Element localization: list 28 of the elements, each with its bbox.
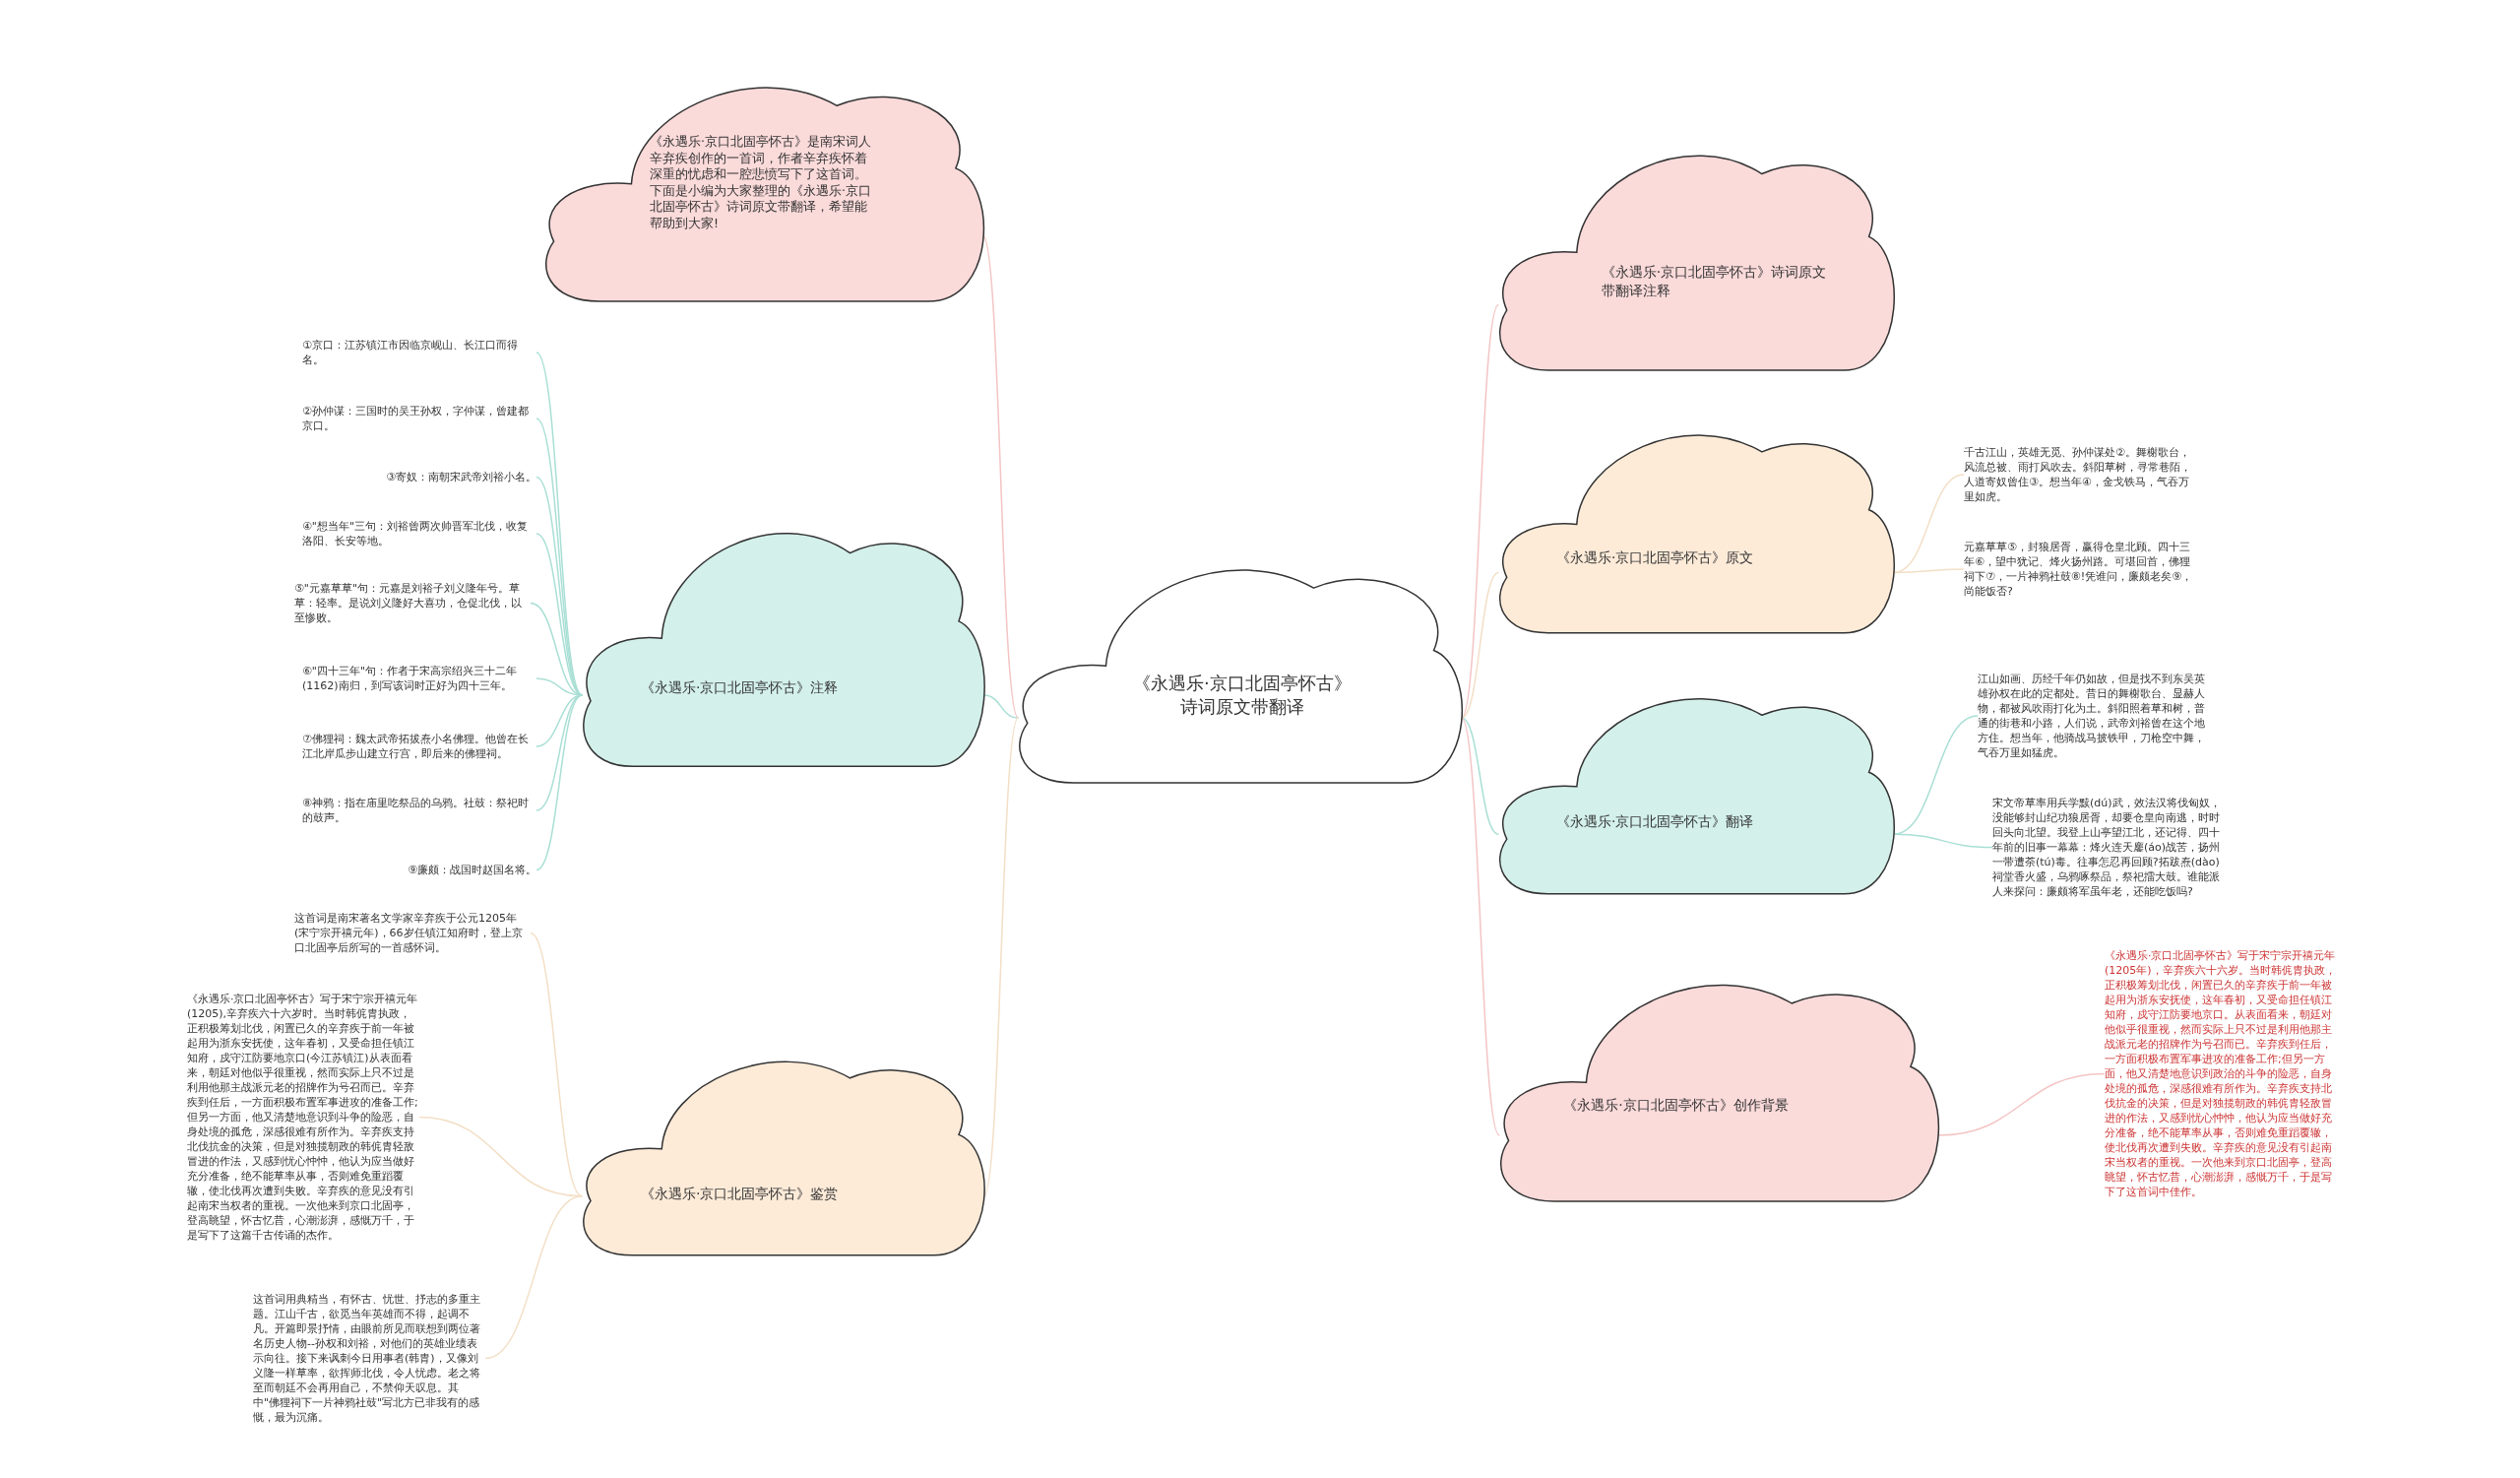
note-text: 元嘉草草⑤，封狼居胥，赢得仓皇北顾。四十三年⑥，望中犹记、烽火扬州路。可堪回首，佛狸祠下⑦，一片神鸦社鼓⑧!凭谁问，廉颇老矣⑨，尚能饭否? <box>1964 540 2196 599</box>
note-text: ④"想当年"三句：刘裕曾两次帅晋军北伐，收复洛阳、长安等地。 <box>302 519 536 548</box>
connector-line <box>536 694 584 871</box>
cloud-label: 《永遇乐·京口北固亭怀古》翻译 <box>1555 812 1755 832</box>
cloud-label: 《永遇乐·京口北固亭怀古》诗词原文带翻译 <box>1131 671 1353 719</box>
note-text: 这首词用典精当，有怀古、忧世、抒志的多重主题。江山千古，欲觅当年英雄而不得，起调不凡。开篇即景抒情，由眼前所见而联想到两位著名历史人物--孙权和刘裕，对他们的英雄业绩表示向往。接下来讽刺今日用事者(韩胄)，又像刘义隆一样草率，欲挥师北伐，令人忧虑。老之将至而朝廷不会再用自己，不禁仰天叹息。其中"佛狸祠下一片神鸦社鼓"写北方已非我有的感慨，最为沉痛。 <box>253 1292 485 1425</box>
note-text: ⑧神鸦：指在庙里吃祭品的乌鸦。社鼓：祭祀时的鼓声。 <box>302 796 536 825</box>
note-text: ②孙仲谋：三国时的吴王孙权，字仲谋，曾建都京口。 <box>302 404 536 433</box>
note-text: ⑦佛狸祠：魏太武帝拓拔焘小名佛狸。他曾在长江北岸瓜步山建立行宫，即后来的佛狸祠。 <box>302 732 536 761</box>
note-text: 江山如画、历经千年仍如故，但是找不到东吴英雄孙权在此的定都处。昔日的舞榭歌台、显赫人物，都被风吹雨打化为土。斜阳照着草和树，普通的街巷和小路，人们说，武帝刘裕曾在这个地方住。想当年，他骑战马披铁甲，刀枪空中舞，气吞万里如猛虎。 <box>1978 672 2210 760</box>
connector-line <box>484 1195 584 1360</box>
note-text: ①京口：江苏镇江市因临京岘山、长江口而得名。 <box>302 338 536 367</box>
cloud-label: 《永遇乐·京口北固亭怀古》鉴赏 <box>641 1184 840 1203</box>
note-text: 千古江山，英雄无觅、孙仲谋处②。舞榭歌台，风流总被、雨打风吹去。斜阳草树，寻常巷陌，人道寄奴曾住③。想当年④，金戈铁马，气吞万里如虎。 <box>1964 445 2196 504</box>
cloud-label: 《永遇乐·京口北固亭怀古》是南宋词人辛弃疾创作的一首词，作者辛弃疾怀着深重的忧虑和一腔悲愤写下了这首词。下面是小编为大家整理的《永遇乐·京口北固亭怀古》诗词原文带翻译，希望能帮助到大家! <box>650 134 872 232</box>
note-text: 《永遇乐·京口北固亭怀古》写于宋宁宗开禧元年(1205年)，辛弃疾六十六岁。当时韩侂胄执政，正积极筹划北伐，闲置已久的辛弃疾于前一年被起用为浙东安抚使，这年春初，又受命担任镇江知府，戍守江防要地京口。从表面看来，朝廷对他似乎很重视，然而实际上只不过是利用他那主战派元老的招牌作为号召而已。辛弃疾到任后，一方面积极布置军事进攻的准备工作;但另一方面，他又清楚地意识到政治的斗争的险恶，自身处境的孤危，深感很难有所作为。辛弃疾支持北伐抗金的决策，但是对独揽朝政的韩侂胄轻敌冒进的作法，又感到忧心忡忡，他认为应当做好充分准备，绝不能草率从事，否则难免重蹈覆辙，使北伐再次遭到失败。辛弃疾的意见没有引起南宋当权者的重视。一次他来到京口北固亭，登高眺望，怀古忆昔，心潮澎湃，感慨万千，于是写下了这首词中佳作。 <box>2105 948 2337 1199</box>
cloud-label: 《永遇乐·京口北固亭怀古》诗词原文带翻译注释 <box>1601 262 1828 300</box>
note-text: 《永遇乐·京口北固亭怀古》写于宋宁宗开禧元年(1205),辛弃疾六十六岁时。当时韩侂胄执政，正积极筹划北伐，闲置已久的辛弃疾于前一年被起用为浙东安抚使，这年春初，又受命担任镇江知府，戍守江防要地京口(今江苏镇江)从表面看来，朝廷对他似乎很重视，然而实际上只不过是利用他那主战派元老的招牌作为号召而已。辛弃疾到任后，一方面积极布置军事进攻的准备工作;但另一方面，他又清楚地意识到斗争的险恶，自身处境的孤危，深感很难有所作为。辛弃疾支持北伐抗金的决策，但是对独揽朝政的韩侂胄轻敌冒进的作法，又感到忧心忡忡，他认为应当做好充分准备，绝不能草率从事，否则难免重蹈覆辙，使北伐再次遭到失败。辛弃疾的意见没有引起南宋当权者的重视。一次他来到京口北固亭，登高眺望，怀古忆昔，心潮澎湃，感慨万千，于是写下了这篇千古传诵的杰作。 <box>187 992 419 1243</box>
connector-line <box>530 932 584 1197</box>
note-text: 宋文帝草率用兵学黩(dú)武，效法汉将伐匈奴，没能够封山纪功狼居胥，却要仓皇向南逃，时时回头向北望。我登上山亭望江北，还记得、四十年前的旧事一幕幕：烽火连天鏖(áo)战苦，扬州一带遭荼(tú)毒。往事怎忍再回顾?拓跋焘(dào)祠堂香火盛，乌鸦啄祭品，祭祀擂大鼓。谁能派人来探问：廉颇将军虽年老，还能吃饭吗? <box>1992 796 2225 899</box>
note-text: ③寄奴：南朝宋武帝刘裕小名。 <box>374 470 536 484</box>
cloud-label: 《永遇乐·京口北固亭怀古》创作背景 <box>1563 1095 1790 1115</box>
note-text: ⑨廉颇：战国时赵国名将。 <box>374 863 536 877</box>
note-text: 这首词是南宋著名文学家辛弃疾于公元1205年(宋宁宗开禧元年)，66岁任镇江知府时，登上京口北固亭后所写的一首感怀词。 <box>294 911 531 955</box>
cloud-label: 《永遇乐·京口北固亭怀古》注释 <box>641 677 840 697</box>
cloud-label: 《永遇乐·京口北固亭怀古》原文 <box>1555 547 1755 567</box>
note-text: ⑤"元嘉草草"句：元嘉是刘裕子刘义隆年号。草草：轻率。是说刘义隆好大喜功，仓促北伐，以至惨败。 <box>294 581 531 625</box>
note-text: ⑥"四十三年"句：作者于宋高宗绍兴三十二年(1162)南归，到写该词时正好为四十三年。 <box>302 664 536 693</box>
